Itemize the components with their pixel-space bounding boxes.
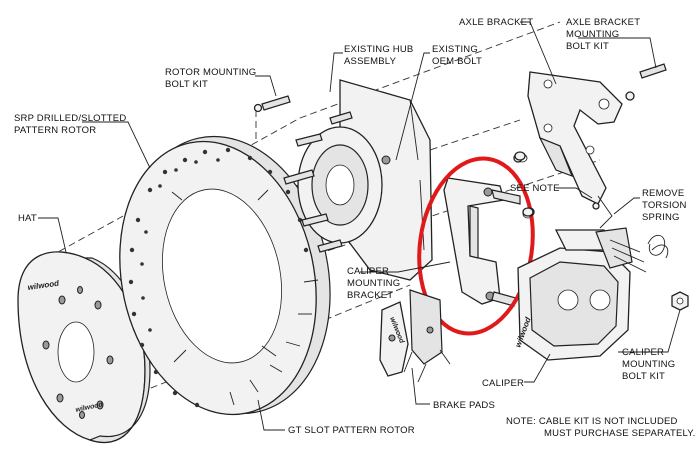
label-note-2: MUST PURCHASE SEPARATELY. bbox=[544, 428, 695, 439]
label-axle-bracket-kit-1: AXLE BRACKET bbox=[566, 17, 640, 28]
label-remove-1: REMOVE bbox=[642, 188, 684, 199]
label-axle-bracket: AXLE BRACKET bbox=[459, 17, 533, 28]
rotor-drill-holes bbox=[128, 147, 309, 408]
hardware-washers bbox=[514, 151, 534, 217]
label-existing-oem-1: EXISTING bbox=[432, 44, 478, 55]
axle-bracket-part bbox=[527, 71, 623, 205]
label-note-1: NOTE: CABLE KIT IS NOT INCLUDED bbox=[506, 416, 678, 427]
label-existing-hub-2: ASSEMBLY bbox=[344, 56, 397, 67]
caliper-bolt-kit bbox=[671, 291, 689, 311]
label-gt-slot: GT SLOT PATTERN ROTOR bbox=[288, 425, 415, 436]
torsion-spring-part bbox=[592, 195, 669, 259]
label-rotor-bolt-2: BOLT KIT bbox=[165, 79, 208, 90]
rotor-bolt-kit bbox=[253, 95, 291, 113]
label-caliper-bracket-1: CALIPER bbox=[347, 266, 389, 277]
label-remove-2: TORSION bbox=[642, 200, 687, 211]
callout-labels: AXLE BRACKET AXLE BRACKET MOUNTING BOLT … bbox=[14, 17, 695, 439]
label-caliper-bracket-3: BRACKET bbox=[347, 290, 393, 301]
label-caliper-bolt-2: MOUNTING bbox=[622, 359, 675, 370]
label-caliper-bracket-2: MOUNTING bbox=[347, 278, 400, 289]
label-brake-pads: BRAKE PADS bbox=[433, 400, 495, 411]
label-caliper: CALIPER bbox=[482, 378, 524, 389]
label-srp-1: SRP DRILLED/SLOTTED bbox=[14, 113, 126, 124]
label-srp-2: PATTERN ROTOR bbox=[14, 125, 96, 136]
label-see-note: SEE NOTE bbox=[510, 183, 560, 194]
brake-pads-part: wilwood bbox=[379, 289, 451, 383]
rotor-slots bbox=[229, 279, 319, 406]
label-axle-bracket-kit-3: BOLT KIT bbox=[566, 41, 609, 52]
hub-assembly-part bbox=[283, 79, 433, 281]
label-axle-bracket-kit-2: MOUNTING bbox=[566, 29, 619, 40]
highlight-ellipse bbox=[417, 156, 535, 336]
label-hat: HAT bbox=[18, 213, 37, 224]
label-existing-oem-2: OEM BOLT bbox=[432, 56, 482, 67]
label-existing-hub-1: EXISTING HUB bbox=[344, 44, 413, 55]
leader-lines bbox=[38, 21, 681, 431]
label-rotor-bolt-1: ROTOR MOUNTING bbox=[165, 67, 256, 78]
label-caliper-bolt-3: BOLT KIT bbox=[622, 371, 665, 382]
rotor-part bbox=[119, 135, 331, 416]
label-caliper-bolt-1: CALIPER bbox=[622, 347, 664, 358]
label-remove-3: SPRING bbox=[642, 212, 680, 223]
caliper-part: wilwood bbox=[513, 227, 647, 361]
